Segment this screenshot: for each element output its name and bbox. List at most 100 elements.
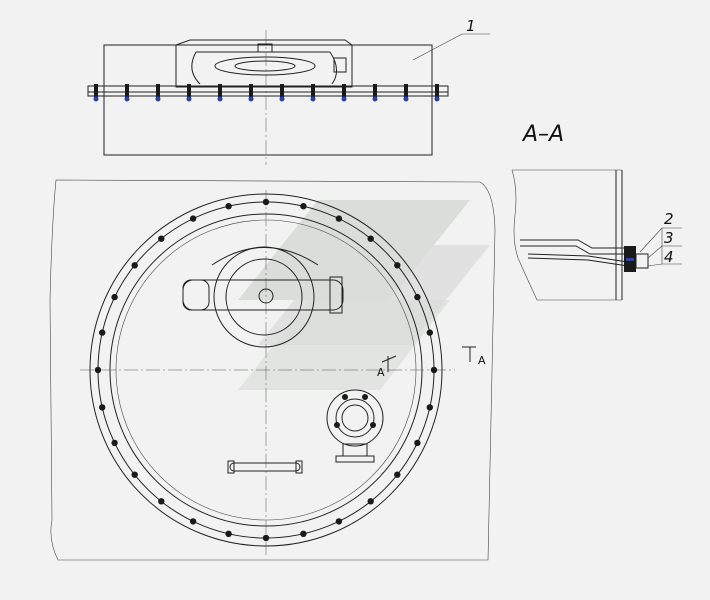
small-fitting [326, 389, 384, 463]
slot-end-tab [295, 460, 303, 474]
section-nut [635, 253, 649, 269]
hatch-dome [214, 56, 316, 76]
callout-part-2: 2 [639, 210, 682, 253]
flange-bolt [335, 518, 343, 525]
stiffener-slot [229, 462, 301, 472]
flange-bolt-side [187, 84, 191, 100]
flange-bolts-plan [94, 198, 438, 542]
section-break-outline [511, 169, 622, 301]
hatch-cover-disk [225, 258, 303, 336]
fitting-bolt [334, 422, 340, 428]
bolt-washer [217, 96, 223, 102]
flange-bolt-side [249, 84, 253, 100]
flange-bolt [300, 530, 307, 537]
hatch-center-knob [258, 288, 274, 304]
flange-bolt-side [156, 84, 160, 100]
flange-bolt [367, 498, 374, 505]
bolt-washer [248, 96, 254, 102]
flange-bolt [225, 530, 232, 537]
flange-bolt-side [218, 84, 222, 100]
section-washer [626, 258, 634, 261]
fitting-inner-ring [335, 398, 375, 438]
plan-view: A A [49, 179, 496, 561]
hatch-handle-knob [257, 43, 273, 53]
flange-bolt-side [125, 84, 129, 100]
flange-bolt [430, 366, 438, 374]
slot-end-tab [227, 460, 235, 474]
fitting-outer-ring [326, 389, 384, 447]
bolt-washer [310, 96, 316, 102]
flange-bolt [394, 262, 401, 269]
callout-part-3: 3 [647, 228, 682, 264]
flange-bolt [111, 293, 118, 301]
flange-bolt [426, 329, 433, 336]
section-title: A–A [521, 122, 564, 147]
hatch-arc-guard [211, 247, 319, 266]
flange-bolt-side [404, 84, 408, 100]
bolt-washer [434, 96, 440, 102]
bolt-washer [93, 96, 99, 102]
tank-shell-outline [49, 179, 496, 561]
flange-bolt [99, 329, 106, 336]
callout-part-4: 4 [647, 248, 682, 267]
flange-bolt [131, 471, 138, 478]
callout-3-label: 3 [664, 229, 674, 247]
flange-bolt [189, 215, 197, 222]
flange-bolt [367, 235, 374, 242]
flange-bolt [111, 439, 118, 447]
flange-bolt-side [435, 84, 439, 100]
flange-bolt [94, 366, 102, 374]
hatch-dome-inner [234, 60, 296, 72]
flange-bolt [158, 235, 165, 242]
fitting-bolt [362, 394, 368, 400]
cut-mark-left [381, 355, 397, 372]
lid-plate-lower [520, 245, 628, 255]
flange-bolt [414, 293, 421, 301]
flange-bolt [99, 404, 106, 411]
flange-bolt [158, 498, 165, 505]
bolt-washer [186, 96, 192, 102]
cut-mark-right [462, 346, 476, 362]
flange-bolt [262, 198, 270, 206]
flange-bolt [225, 203, 232, 210]
flange-bolt [394, 471, 401, 478]
flange-bolt [414, 439, 421, 447]
fitting-bore [341, 404, 369, 432]
fitting-bolt [370, 422, 376, 428]
fitting-base [335, 455, 375, 463]
hatch-lock [329, 276, 343, 314]
callout-2-label: 2 [664, 210, 674, 228]
callout-part-1: 1 [412, 17, 490, 61]
lid-top-edge [175, 39, 353, 46]
cut-label-right: A [478, 354, 486, 367]
flange-bolt [189, 518, 197, 525]
flange-bolt-side [280, 84, 284, 100]
lid-housing [175, 44, 353, 88]
gasket-layer [527, 253, 629, 263]
section-cut-marks: A A [377, 346, 486, 379]
callout-1-label: 1 [466, 17, 476, 35]
flange-bolt [300, 203, 307, 210]
bolt-washer [155, 96, 161, 102]
bolt-washer [124, 96, 130, 102]
fitting-bolt [342, 394, 348, 400]
hatch-hinge [182, 279, 210, 311]
flange-layer [527, 257, 629, 267]
flange-bolt-side [373, 84, 377, 100]
bolt-washer [341, 96, 347, 102]
callout-4-label: 4 [664, 248, 674, 266]
side-elevation-view [87, 30, 449, 165]
flange-bolts-side [93, 84, 440, 102]
flange-bolt-side [311, 84, 315, 100]
flange-bolt [131, 262, 138, 269]
flange-bolt-side [94, 84, 98, 100]
flange-gasket [87, 91, 449, 97]
lid-plate-upper [520, 239, 628, 249]
flange-bolt [426, 404, 433, 411]
cut-label-left: A [377, 366, 385, 379]
main-hatch [182, 246, 344, 348]
flange-bolt [335, 215, 343, 222]
flange-bolt-side [342, 84, 346, 100]
